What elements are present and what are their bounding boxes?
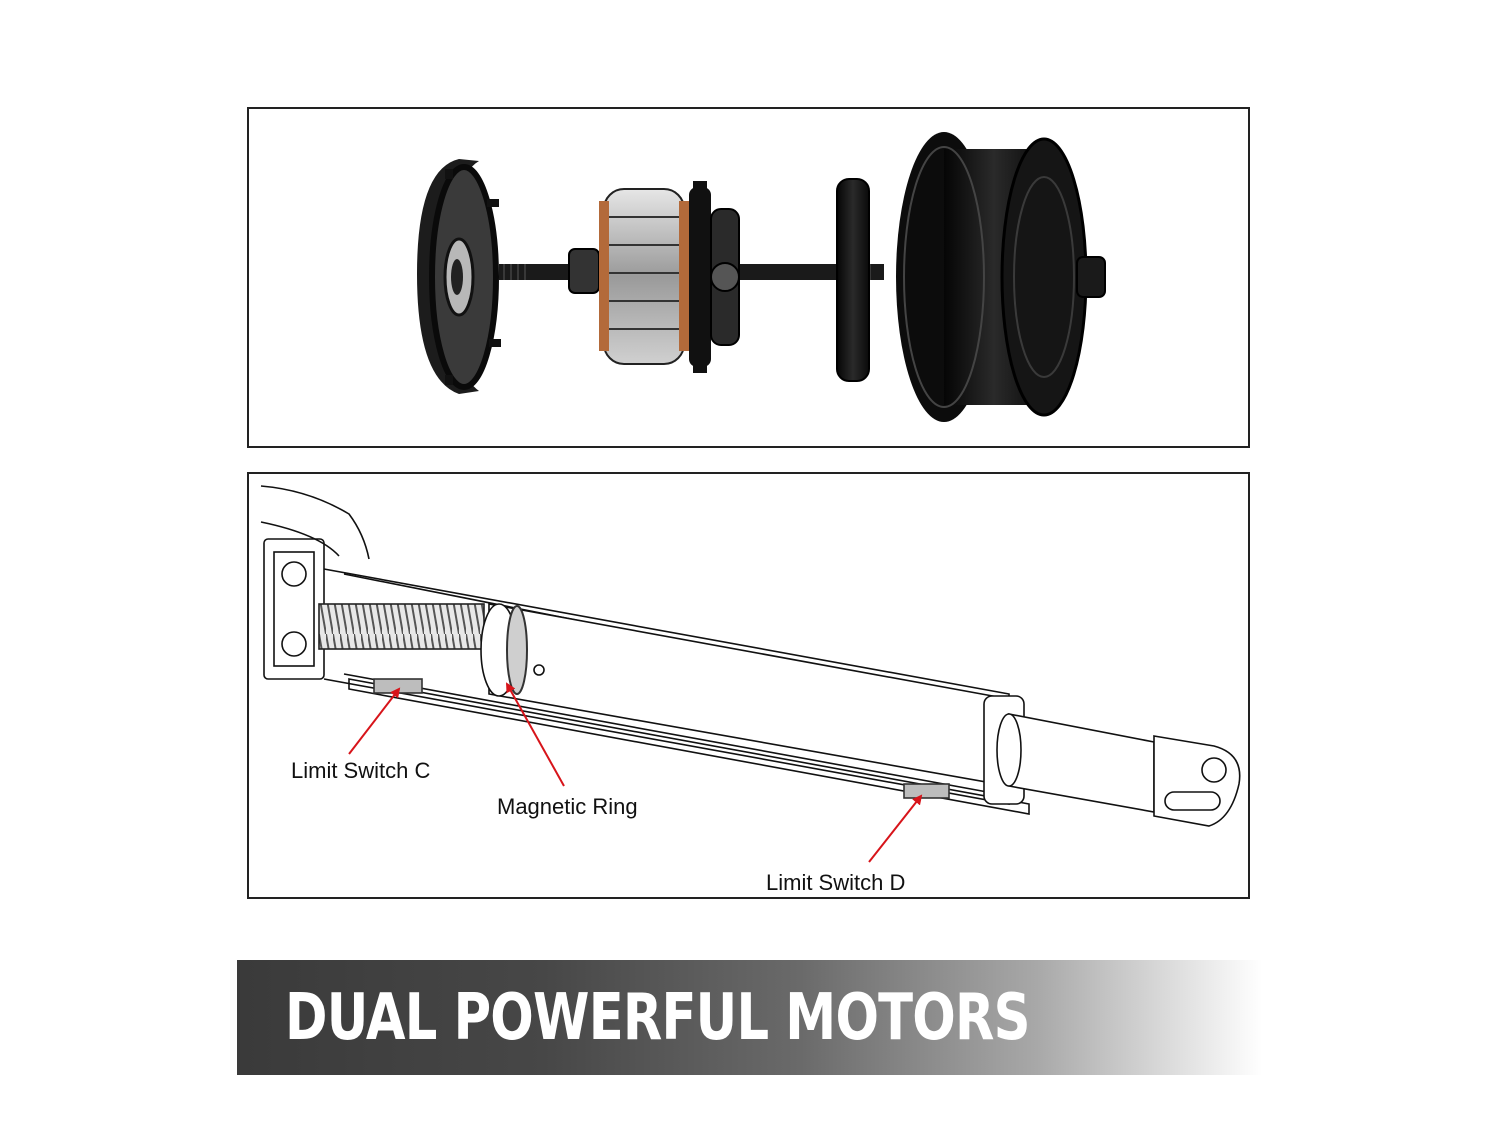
banner-title: DUAL POWERFUL MOTORS (285, 981, 1031, 1055)
planetary-gear-set (689, 181, 740, 373)
callout-limit-switch-d: Limit Switch D (766, 870, 906, 895)
linear-actuator-illustration (260, 485, 1241, 863)
end-cover (417, 159, 501, 394)
hub-shell (896, 132, 1106, 422)
limit-switch-d-part (903, 783, 950, 799)
feature-banner: DUAL POWERFUL MOTORS (237, 960, 1262, 1075)
callout-magnetic-ring: Magnetic Ring (497, 794, 638, 819)
stator (599, 188, 689, 365)
motor-exploded-view-panel (247, 107, 1250, 448)
hub-motor-exploded-illustration (417, 132, 1106, 422)
callout-limit-switch-c: Limit Switch C (291, 758, 431, 783)
callout-arrows (348, 682, 923, 863)
arrow-limit-switch-d (868, 794, 923, 863)
actuator-diagram-panel: Limit Switch C Magnetic Ring Limit Switc… (247, 472, 1250, 899)
actuator-body-outline (260, 485, 1241, 827)
spacer-disc (836, 178, 870, 382)
arrow-magnetic-ring (506, 682, 565, 787)
arrow-limit-switch-c (348, 687, 401, 755)
